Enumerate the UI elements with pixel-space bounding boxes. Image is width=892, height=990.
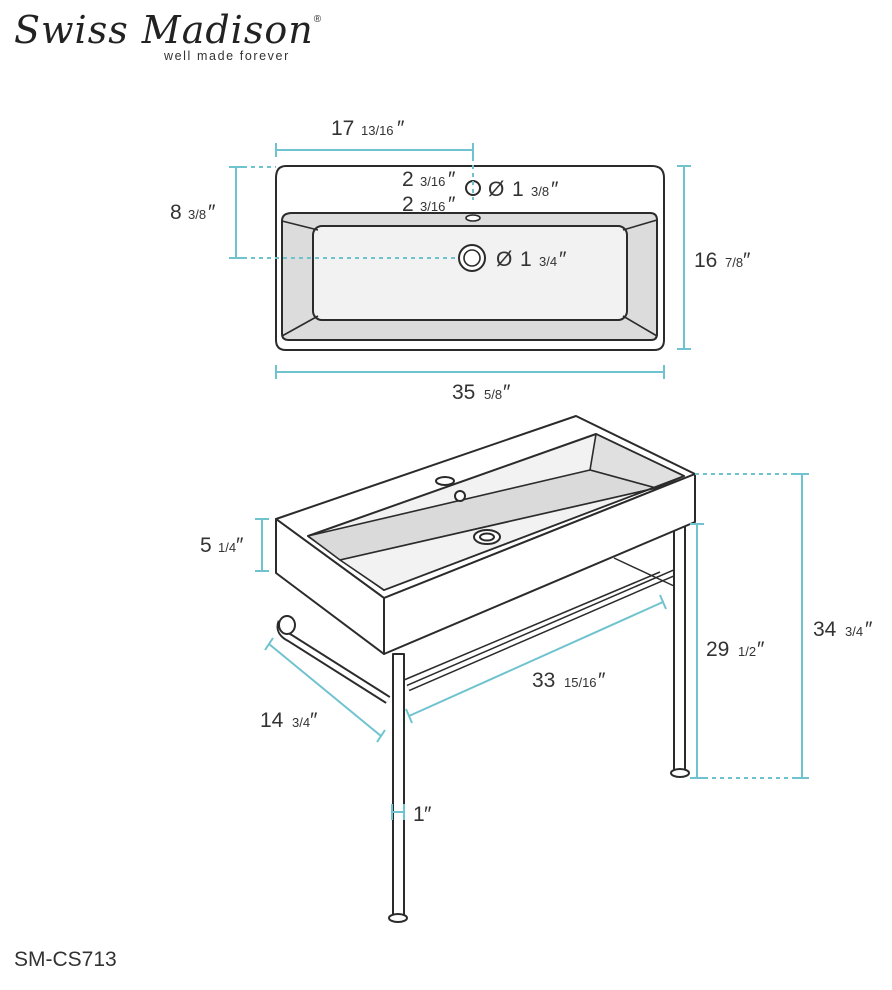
label-leg-height: 29 1/2 ″: [706, 638, 765, 661]
basin-bowl: [312, 225, 628, 321]
svg-text:1/4: 1/4: [218, 540, 236, 555]
svg-text:1: 1: [512, 178, 524, 201]
svg-text:3/4: 3/4: [292, 715, 310, 730]
dim-line-leg-height: [690, 523, 704, 779]
svg-text:15/16: 15/16: [564, 675, 597, 690]
svg-text:5: 5: [200, 534, 212, 557]
svg-text:16: 16: [694, 249, 717, 272]
dim-line-faucet-offset: [275, 143, 474, 200]
label-depth: 16 7/8 ″: [694, 249, 751, 272]
dim-line-total-height: [695, 473, 809, 779]
dim-line-drain-offset: [229, 166, 458, 259]
svg-text:″: ″: [448, 193, 456, 216]
top-view: [229, 143, 691, 379]
svg-text:33: 33: [532, 669, 555, 692]
svg-text:2: 2: [402, 168, 414, 191]
svg-text:″: ″: [424, 803, 432, 826]
label-drain-diameter: Ø 1 3/4 ″: [496, 248, 567, 271]
svg-text:17: 17: [331, 117, 354, 140]
label-faucet-hole-lower: 2 3/16 ″: [402, 193, 456, 216]
perspective-view: [275, 415, 696, 923]
label-width: 35 5/8 ″: [452, 381, 511, 404]
svg-text:″: ″: [397, 117, 405, 140]
svg-text:3/16: 3/16: [420, 199, 445, 214]
model-number: SM-CS713: [14, 948, 117, 971]
brand-tagline: well made forever: [164, 49, 290, 63]
svg-text:2: 2: [402, 193, 414, 216]
brand-name: Swiss Madison: [14, 8, 314, 52]
svg-text:8: 8: [170, 201, 182, 224]
label-faucet-hole-upper: 2 3/16 ″: [402, 168, 456, 191]
svg-text:″: ″: [743, 249, 751, 272]
dim-line-side-depth: [264, 637, 386, 743]
svg-text:7/8: 7/8: [725, 255, 743, 270]
drain-icon: [458, 244, 486, 272]
label-faucet-offset: 17 13/16 ″: [331, 117, 405, 140]
leg-back-right: [673, 519, 686, 774]
svg-text:3/4: 3/4: [539, 254, 557, 269]
dim-line-basin-height: [255, 518, 269, 572]
label-leg-diameter: 1 ″: [413, 803, 432, 826]
label-basin-height: 5 1/4 ″: [200, 534, 244, 557]
svg-text:Ø: Ø: [488, 178, 504, 201]
svg-text:″: ″: [448, 168, 456, 191]
label-rail-length: 33 15/16 ″: [532, 669, 606, 692]
svg-text:″: ″: [208, 201, 216, 224]
svg-text:Ø: Ø: [496, 248, 512, 271]
svg-text:″: ″: [310, 709, 318, 732]
dim-line-depth: [677, 165, 691, 350]
svg-text:29: 29: [706, 638, 729, 661]
svg-text:1: 1: [520, 248, 532, 271]
svg-text:1/2: 1/2: [738, 644, 756, 659]
svg-text:35: 35: [452, 381, 475, 404]
svg-text:1: 1: [413, 803, 425, 826]
svg-text:5/8: 5/8: [484, 387, 502, 402]
svg-text:3/8: 3/8: [188, 207, 206, 222]
svg-text:″: ″: [236, 534, 244, 557]
label-total-height: 34 3/4 ″: [813, 618, 873, 641]
svg-text:″: ″: [503, 381, 511, 404]
label-drain-offset: 8 3/8 ″: [170, 201, 216, 224]
svg-text:″: ″: [757, 638, 765, 661]
dim-line-width: [275, 365, 665, 379]
label-side-depth: 14 3/4 ″: [260, 709, 318, 732]
svg-text:″: ″: [865, 618, 873, 641]
registered-mark: ®: [313, 14, 322, 25]
leg-front-left: [392, 653, 405, 919]
svg-text:14: 14: [260, 709, 284, 732]
brand-logo: Swiss Madison® well made forever: [14, 8, 322, 63]
svg-text:3/4: 3/4: [845, 624, 863, 639]
basin-side: [383, 473, 696, 655]
svg-text:13/16: 13/16: [361, 123, 394, 138]
label-faucet-hole-diameter: Ø 1 3/8 ″: [488, 178, 559, 201]
svg-text:3/8: 3/8: [531, 184, 549, 199]
dim-line-rail-length: [405, 594, 667, 724]
svg-text:″: ″: [598, 669, 606, 692]
svg-text:″: ″: [551, 178, 559, 201]
dim-line-leg-diameter: [391, 804, 405, 820]
svg-text:″: ″: [559, 248, 567, 271]
svg-text:34: 34: [813, 618, 837, 641]
overflow-icon: [465, 214, 481, 222]
svg-text:3/16: 3/16: [420, 174, 445, 189]
